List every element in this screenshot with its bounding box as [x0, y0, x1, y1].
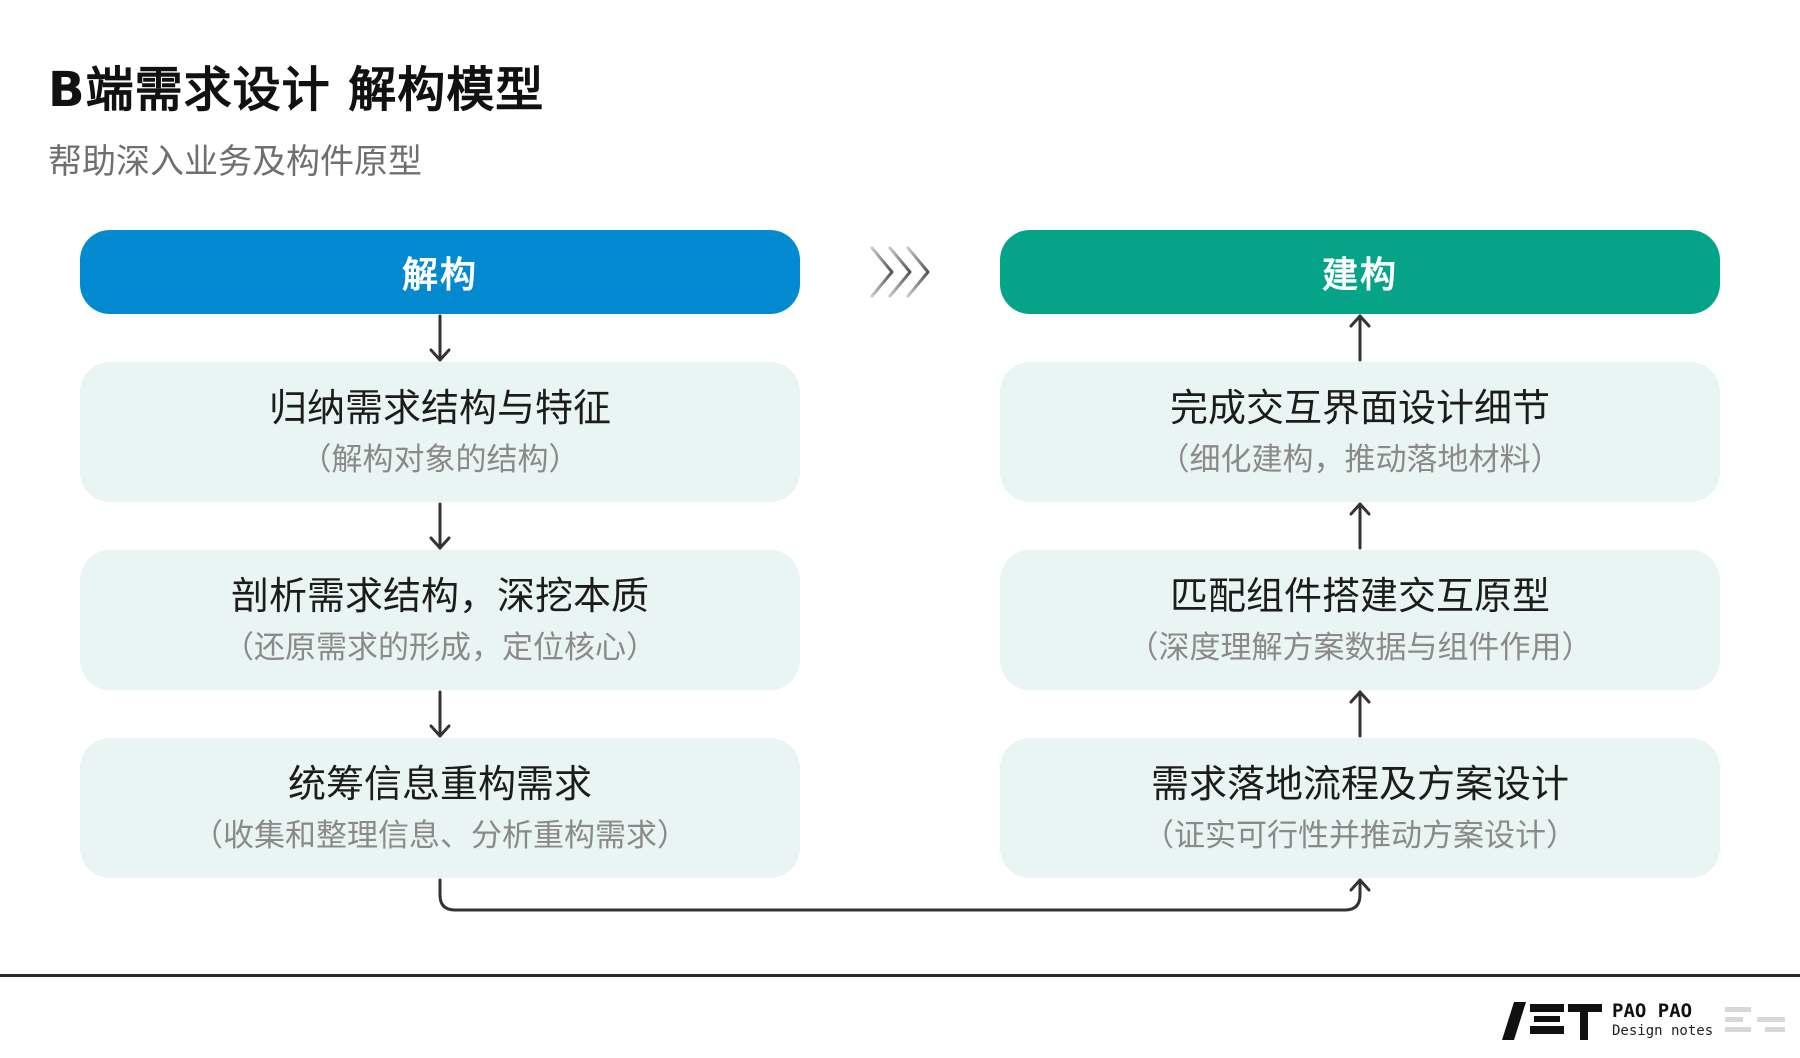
logo-text-line2: Design notes	[1612, 1023, 1714, 1039]
triple-chevron-right-icon	[870, 246, 930, 298]
step-subtitle: （证实可行性并推动方案设计）	[1143, 818, 1577, 855]
step-title: 剖析需求结构，深挖本质	[230, 573, 649, 618]
page-subtitle: 帮助深入业务及构件原型	[48, 142, 422, 182]
deconstruct-step-1: 归纳需求结构与特征 （解构对象的结构）	[80, 362, 800, 502]
step-title: 需求落地流程及方案设计	[1150, 761, 1569, 806]
deconstruct-header: 解构	[80, 230, 800, 314]
step-title: 匹配组件搭建交互原型	[1169, 573, 1550, 618]
construct-step-2: 匹配组件搭建交互原型 （深度理解方案数据与组件作用）	[1000, 550, 1720, 690]
step-title: 统筹信息重构需求	[287, 761, 592, 806]
step-subtitle: （收集和整理信息、分析重构需求）	[192, 818, 688, 855]
logo-mini-mark-icon	[1725, 1007, 1786, 1032]
brand-logo: PAO PAO Design notes	[1500, 996, 1790, 1044]
step-subtitle: （还原需求的形成，定位核心）	[223, 630, 657, 667]
footer-divider	[0, 974, 1800, 977]
construct-header: 建构	[1000, 230, 1720, 314]
arrow-up-icon	[1349, 502, 1371, 550]
construct-step-3: 需求落地流程及方案设计 （证实可行性并推动方案设计）	[1000, 738, 1720, 878]
logo-text-line1: PAO PAO	[1612, 1000, 1693, 1022]
step-subtitle: （深度理解方案数据与组件作用）	[1127, 630, 1593, 667]
deconstruct-step-3: 统筹信息重构需求 （收集和整理信息、分析重构需求）	[80, 738, 800, 878]
page-title: B端需求设计 解构模型	[48, 62, 545, 118]
arrow-down-icon	[429, 314, 451, 362]
arrow-down-icon	[429, 502, 451, 550]
step-subtitle: （细化建构，推动落地材料）	[1158, 442, 1562, 479]
step-title: 归纳需求结构与特征	[268, 385, 611, 430]
deconstruct-step-2: 剖析需求结构，深挖本质 （还原需求的形成，定位核心）	[80, 550, 800, 690]
construct-header-label: 建构	[1321, 255, 1398, 296]
arrow-down-icon	[429, 690, 451, 738]
logo-mark-icon	[1502, 1002, 1602, 1040]
construct-step-1: 完成交互界面设计细节 （细化建构，推动落地材料）	[1000, 362, 1720, 502]
arrow-up-icon	[1349, 314, 1371, 362]
step-title: 完成交互界面设计细节	[1169, 385, 1550, 430]
arrow-up-icon	[1349, 690, 1371, 738]
bottom-connector-arrow	[438, 878, 1371, 912]
step-subtitle: （解构对象的结构）	[300, 442, 580, 479]
deconstruct-header-label: 解构	[401, 255, 478, 296]
